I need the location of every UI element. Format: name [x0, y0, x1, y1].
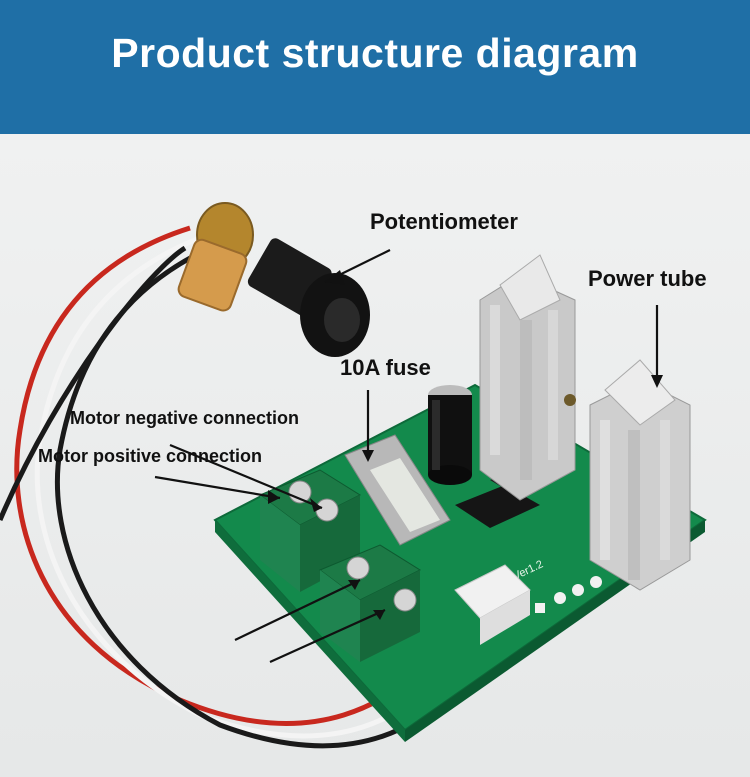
heatsink-right: [589, 359, 691, 591]
label-motor-negative: Motor negative connection: [70, 408, 300, 428]
heatsink-left: [479, 254, 576, 501]
potentiometer: [177, 202, 370, 357]
arrow-motor-positive: [154, 475, 281, 500]
red-wire: [14, 225, 473, 726]
title-banner: Product structure diagram: [0, 0, 750, 134]
label-motor-positive: Motor positive connection: [38, 446, 263, 466]
page-title: Product structure diagram: [111, 30, 639, 76]
pwm-board-photo: Ver1.2: [0, 202, 707, 749]
arrow-supply-negative: [269, 608, 386, 664]
white-wire: [34, 235, 488, 739]
label-fuse: 10A fuse: [340, 355, 431, 380]
label-power-tube: Power tube: [588, 266, 707, 291]
arrow-motor-negative: [169, 443, 323, 510]
black-wire-2: [0, 245, 187, 521]
label-potentiometer: Potentiometer: [370, 209, 518, 234]
arrow-supply-positive: [234, 579, 361, 641]
